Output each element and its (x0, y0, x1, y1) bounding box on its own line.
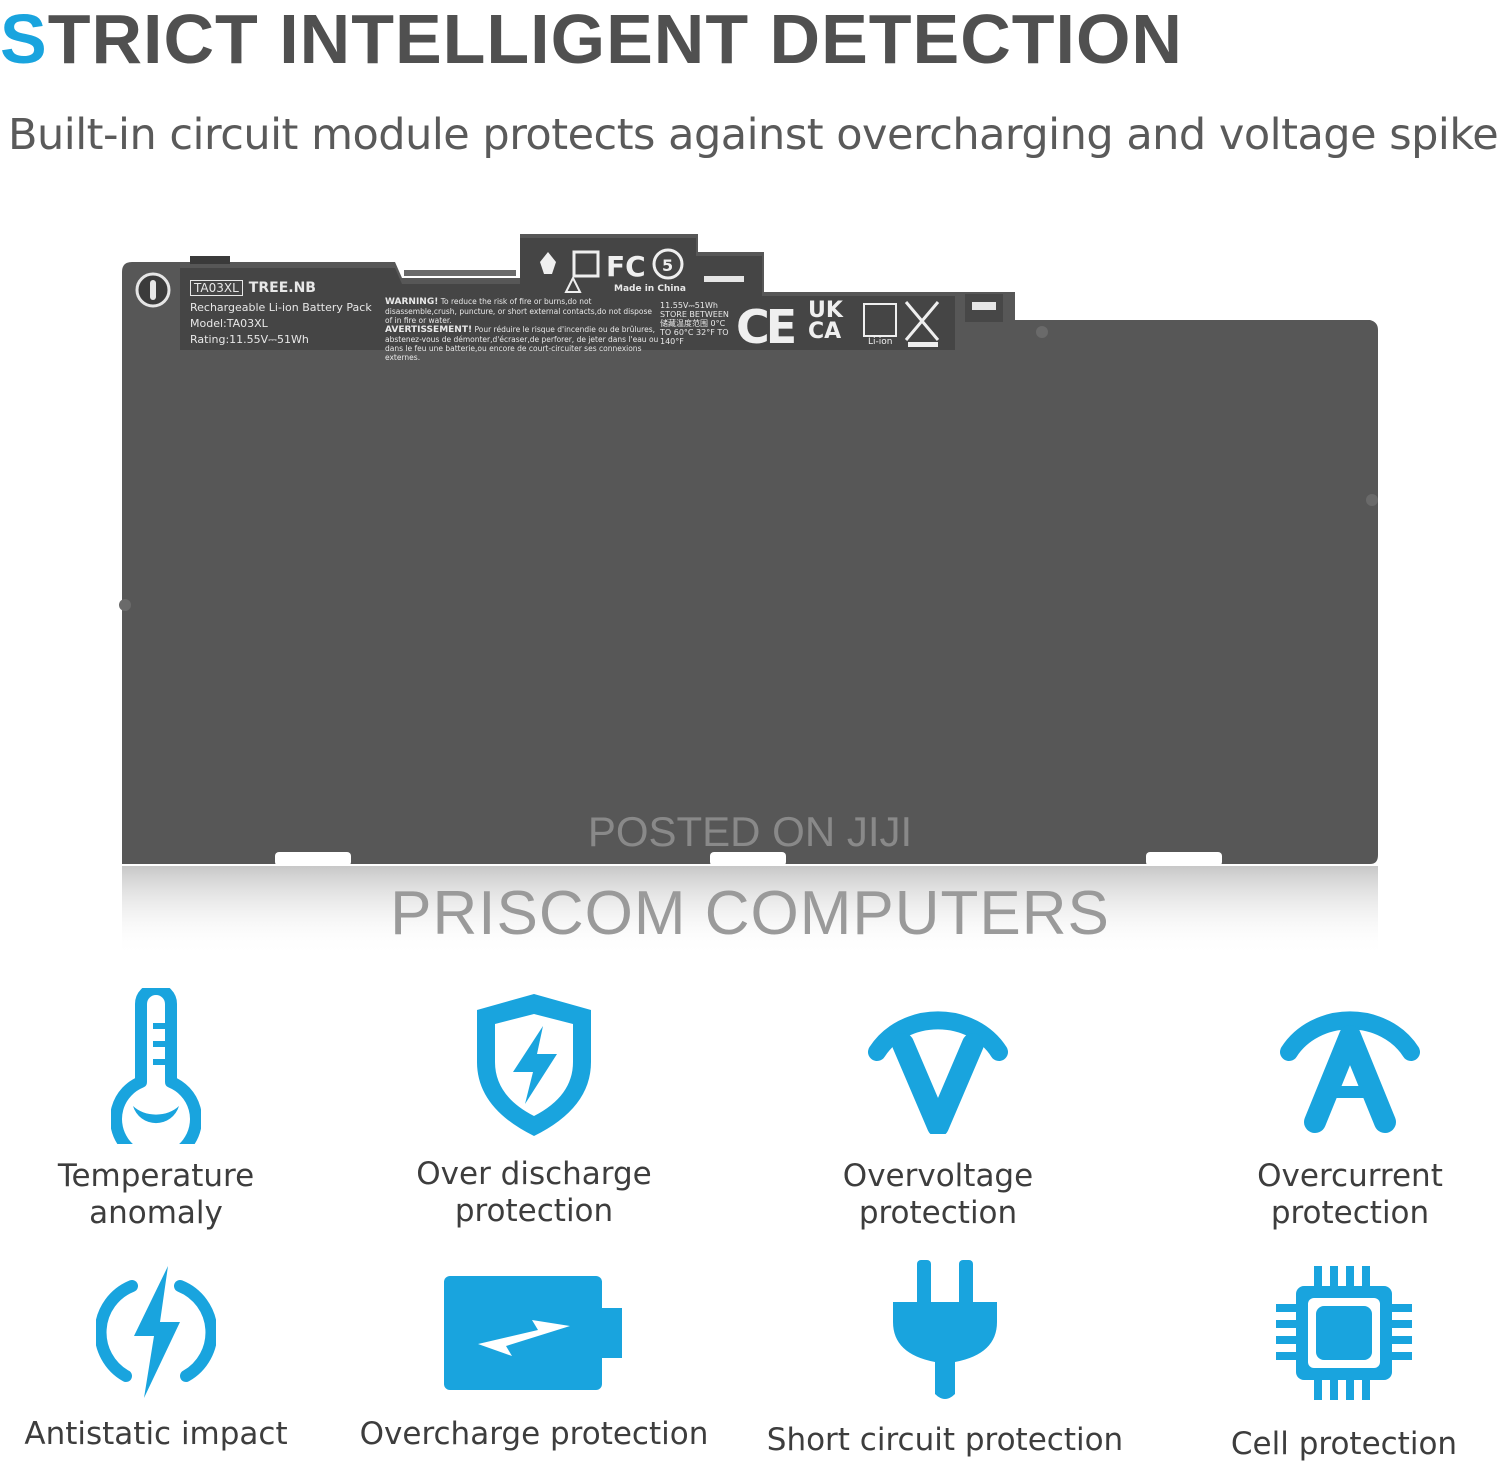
battery-rating: Rating:11.55V⎓51Wh (190, 333, 309, 346)
feature-label: anomaly (89, 1195, 223, 1231)
svg-text:5: 5 (662, 256, 673, 275)
feature-label: Short circuit protection (766, 1422, 1124, 1458)
voltage-gauge-icon (868, 1011, 1008, 1134)
feature-short-circuit: Short circuit protection (765, 1258, 1125, 1459)
feature-label: Over discharge (416, 1156, 652, 1192)
battery-storage-label: 11.55V⎓51Wh STORE BETWEEN 储藏温度范围 0°C TO … (660, 301, 729, 346)
feature-label: Cell protection (1230, 1426, 1458, 1462)
feature-over-discharge: Over discharge protection (354, 990, 714, 1230)
battery-model: Model:TA03XL (190, 317, 268, 330)
feature-label: protection (454, 1193, 614, 1229)
watermark-posted: POSTED ON JIJI (587, 808, 913, 855)
chip-icon (1276, 1266, 1412, 1400)
page-title: STRICT INTELLIGENT DETECTION (0, 0, 1500, 78)
feature-overvoltage: Overvoltage protection (758, 994, 1118, 1232)
feature-label: Antistatic impact (24, 1416, 288, 1452)
plug-icon (893, 1260, 997, 1399)
watermark-seller: PRISCOM COMPUTERS (390, 879, 1110, 948)
battery-body-svg: FC 5 (119, 234, 1378, 956)
liion-label: Li-ion (868, 337, 893, 347)
battery-warning: WARNING! To reduce the risk of fire or b… (385, 297, 659, 362)
feature-overcharge: Overcharge protection (354, 1274, 714, 1453)
title-rest: TRICT INTELLIGENT DETECTION (47, 0, 1183, 78)
made-in-label: Made in China (614, 284, 686, 294)
current-gauge-icon (1280, 1011, 1420, 1133)
feature-label: protection (1270, 1195, 1430, 1231)
feature-label: protection (858, 1195, 1018, 1231)
battery-body (122, 234, 1378, 864)
feature-temperature: Temperature anomaly (0, 988, 336, 1232)
ce-mark: CE (736, 300, 797, 354)
feature-label: Overcharge protection (359, 1416, 709, 1452)
title-first-letter: S (0, 0, 48, 78)
feature-cell-protection: Cell protection (1164, 1264, 1500, 1463)
thermometer-icon (111, 988, 201, 1144)
battery-charge-icon (444, 1276, 622, 1390)
feature-label: Overvoltage (842, 1158, 1034, 1194)
battery-cert-icons: FC 5 (540, 248, 940, 347)
battery-label-region (180, 238, 955, 350)
shield-bolt-icon (477, 994, 591, 1136)
feature-antistatic: Antistatic impact (0, 1262, 336, 1453)
page-subtitle: Built-in circuit module protects against… (8, 110, 1500, 160)
antistatic-icon (96, 1266, 216, 1398)
feature-overcurrent: Overcurrent protection (1170, 994, 1500, 1232)
feature-label: Temperature (57, 1158, 255, 1194)
svg-text:FC: FC (606, 250, 646, 283)
feature-label: Overcurrent (1257, 1158, 1443, 1194)
battery-type: Rechargeable Li-ion Battery Pack (190, 301, 372, 314)
